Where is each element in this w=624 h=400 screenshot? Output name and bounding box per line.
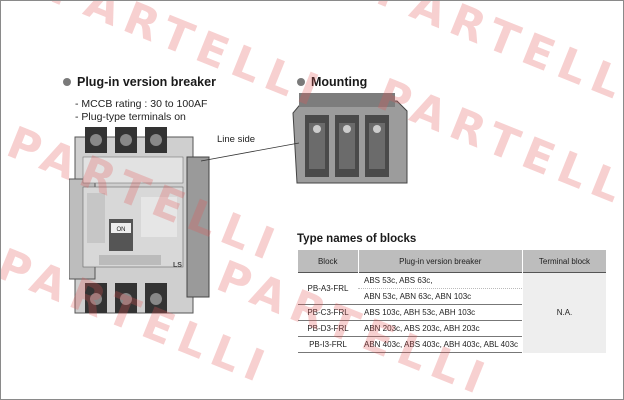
block-cell: PB-A3-FRL: [298, 272, 358, 305]
header-plugin: Plug-in version breaker: [358, 250, 523, 273]
header-block: Block: [298, 250, 359, 273]
table-title: Type names of blocks: [297, 233, 417, 245]
terminal-cell: N.A.: [522, 272, 606, 353]
plugin-cell: ABN 403c, ABS 403c, ABH 403c, ABL 403c: [358, 336, 523, 353]
table-row: PB-C3-FRL ABS 103c, ABH 53c, ABH 103c: [298, 304, 606, 321]
mounting-heading: Mounting: [297, 75, 367, 89]
table-row: PB-A3-FRL ABS 53c, ABS 63c, N.A.: [298, 272, 606, 353]
rating-bullet: - MCCB rating : 30 to 100AF: [75, 98, 208, 110]
plugin-heading-text: Plug-in version breaker: [77, 75, 216, 89]
plugin-cell: ABS 103c, ABH 53c, ABH 103c: [358, 304, 523, 321]
bullet-dot-icon: [297, 78, 305, 86]
block-cell: PB-D3-FRL: [298, 320, 358, 337]
bullet-dot-icon: [63, 78, 71, 86]
block-types-table: Block Plug-in version breaker Terminal b…: [298, 250, 606, 353]
plugin-cell: ABN 53c, ABN 63c, ABN 103c: [358, 288, 523, 305]
block-cell: PB-I3-FRL: [298, 336, 358, 353]
brand-logo: LS: [173, 262, 182, 269]
header-terminal: Terminal block: [522, 250, 606, 273]
plugin-cell: ABS 53c, ABS 63c,: [358, 272, 523, 289]
table-row: ABN 53c, ABN 63c, ABN 103c: [298, 288, 606, 305]
line-side-label: Line side: [217, 134, 256, 145]
plugin-breaker-photo: ON LS: [69, 127, 210, 314]
mounting-block-photo: [292, 93, 408, 184]
mounting-heading-text: Mounting: [311, 75, 368, 89]
table-row: PB-I3-FRL ABN 403c, ABS 403c, ABH 403c, …: [298, 336, 606, 353]
plugin-heading: Plug-in version breaker: [63, 75, 216, 89]
plugin-cell: ABN 203c, ABS 203c, ABH 203c: [358, 320, 523, 337]
table-row: PB-D3-FRL ABN 203c, ABS 203c, ABH 203c: [298, 320, 606, 337]
table-header-row: Block Plug-in version breaker Terminal b…: [298, 250, 606, 273]
terminal-bullet: - Plug-type terminals on: [75, 111, 186, 123]
block-cell: PB-C3-FRL: [298, 304, 358, 321]
breaker-on-label: ON: [117, 227, 126, 233]
